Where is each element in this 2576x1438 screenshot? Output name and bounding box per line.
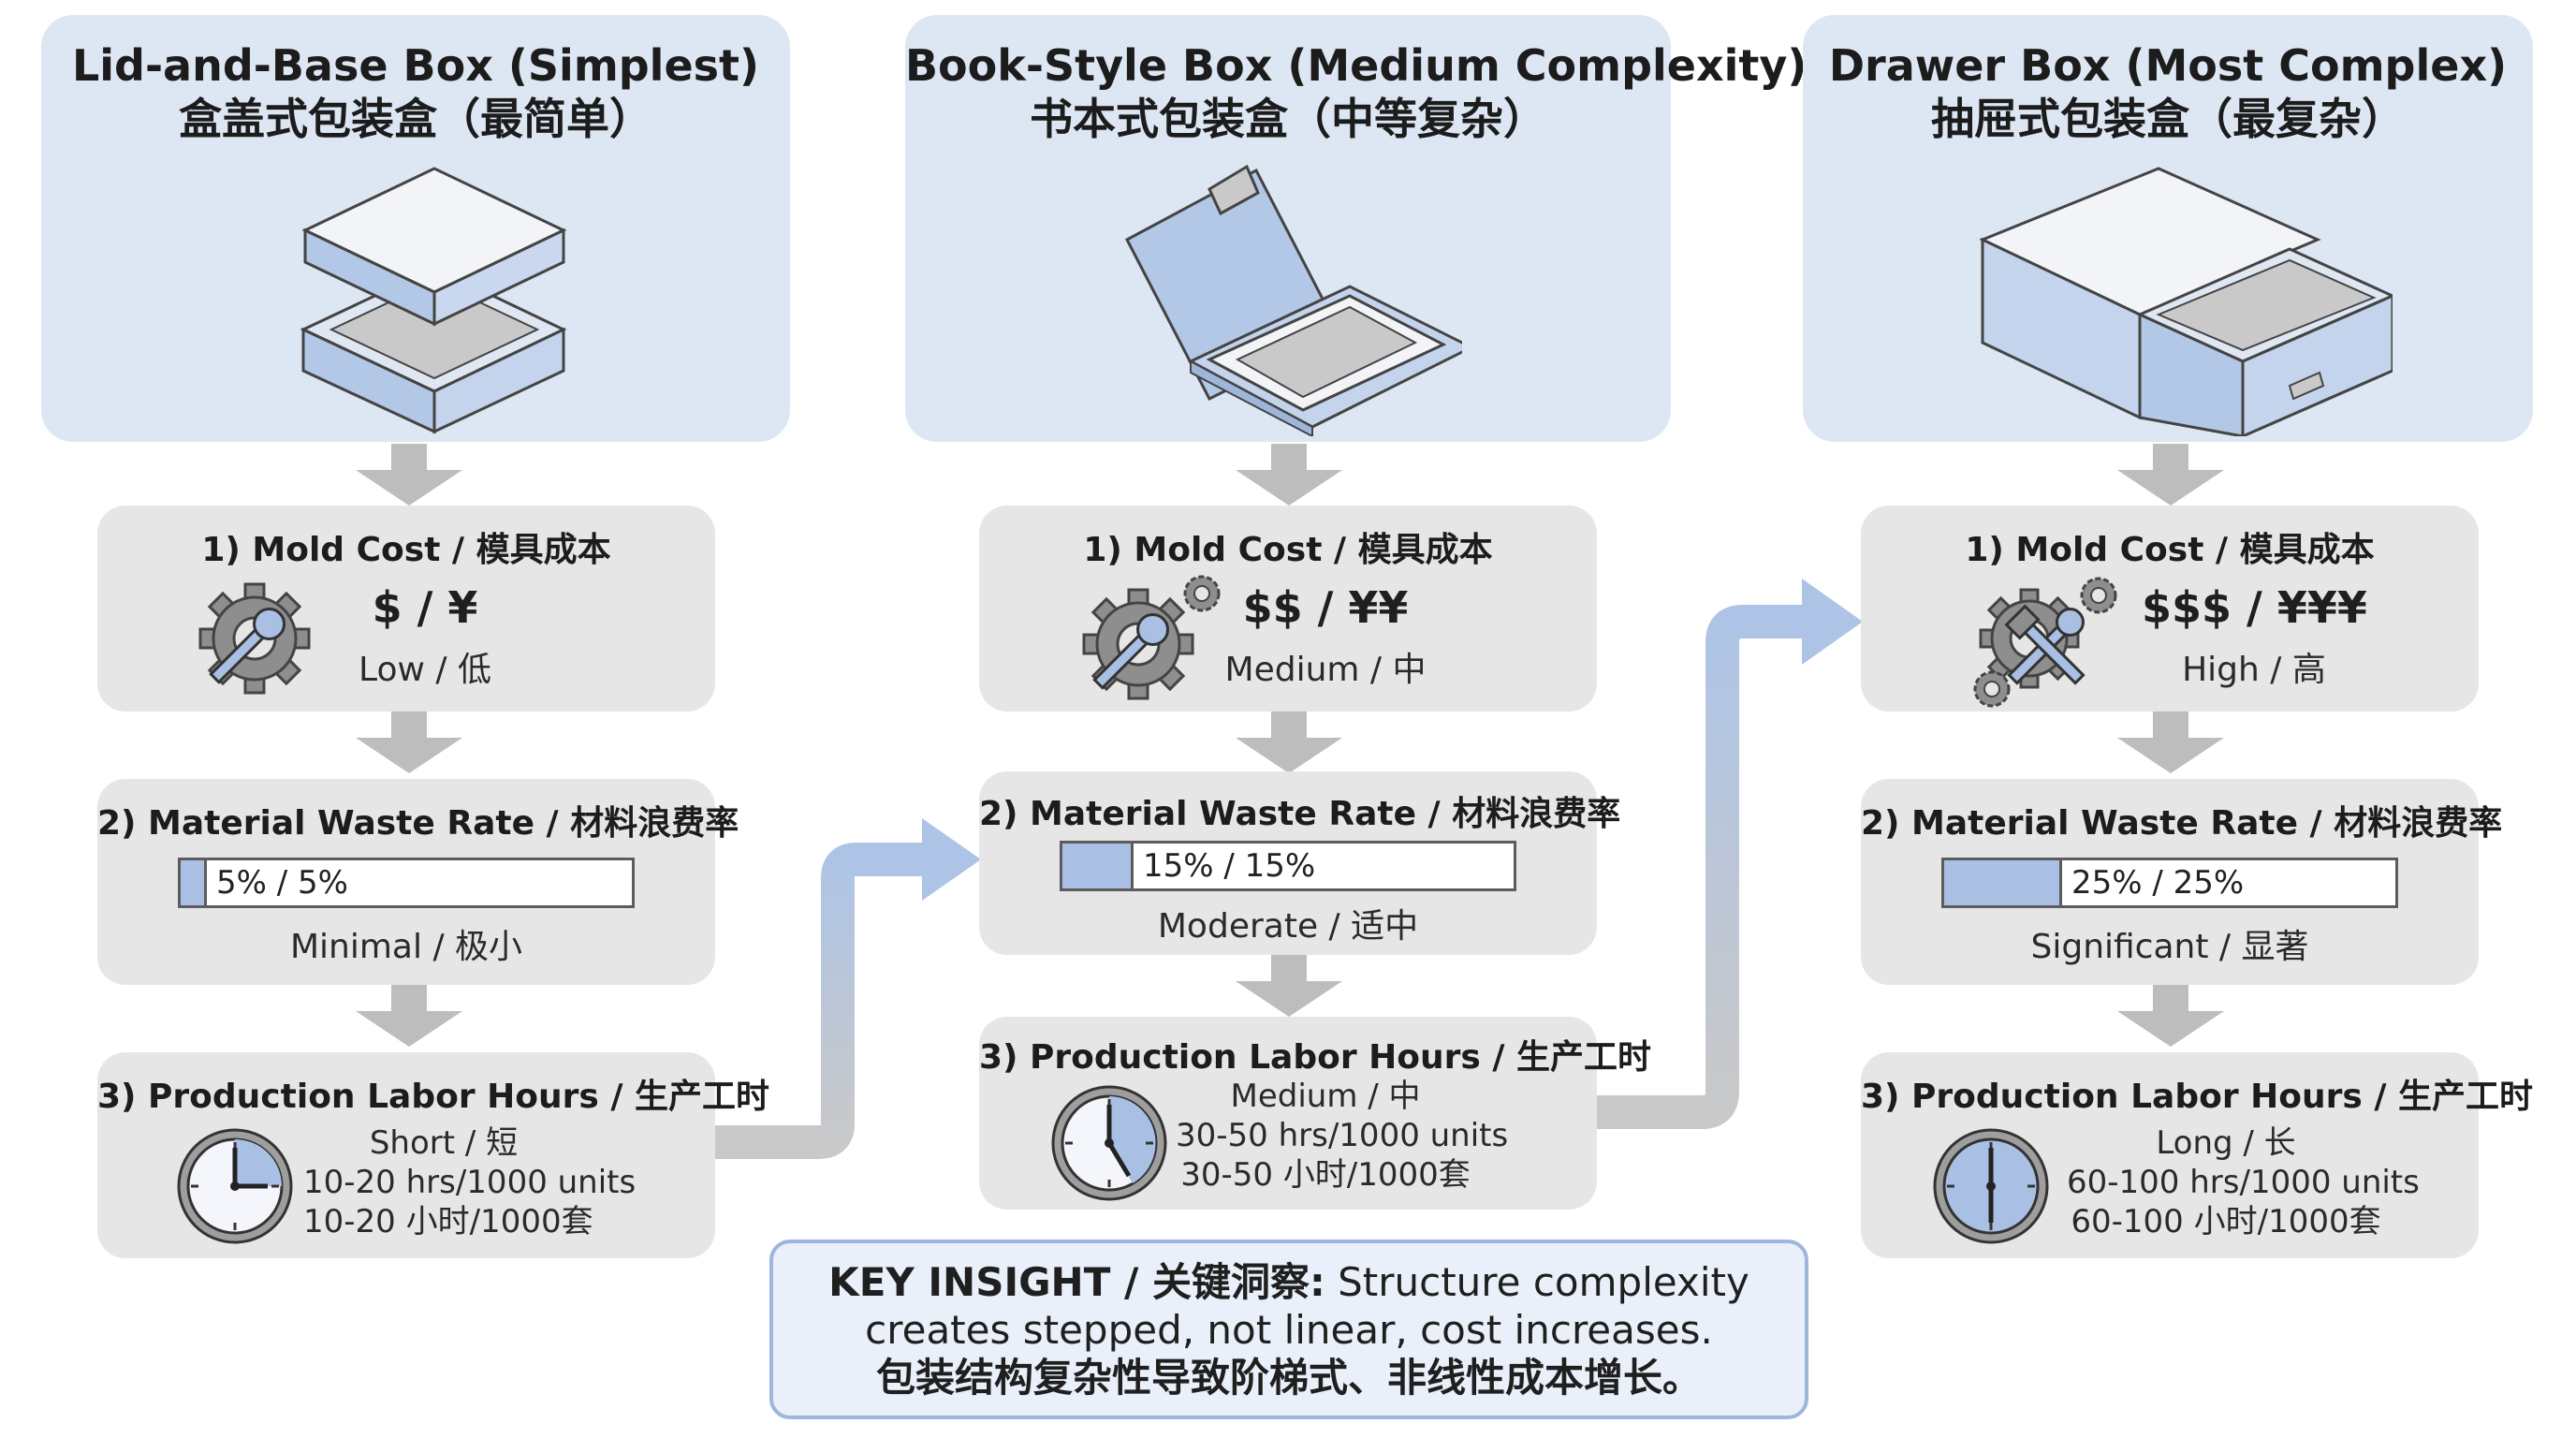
wrench-gear-icon xyxy=(198,582,311,695)
key-insight-line3: 包装结构复杂性导致阶梯式、非线性成本增长。 xyxy=(875,1355,1702,1401)
header-title-en: Lid-and-Base Box (Simplest) xyxy=(71,40,760,91)
waste-rate-bar-fill xyxy=(1944,860,2062,905)
labor-hours-title: 3) Production Labor Hours / 生产工时 xyxy=(979,1038,1651,1077)
waste-rate-label: 15% / 15% xyxy=(1143,847,1316,885)
mold-cost-title: 1) Mold Cost / 模具成本 xyxy=(1965,531,2375,569)
drawer-box-illustration xyxy=(1979,167,2393,436)
labor-hours-zh: 30-50 小时/1000套 xyxy=(1180,1156,1471,1194)
mold-cost-level: High / 高 xyxy=(2182,651,2326,689)
mold-cost-level: Medium / 中 xyxy=(1224,651,1427,689)
clock-icon xyxy=(1051,1085,1167,1201)
header-title-zh: 盒盖式包装盒（最简单） xyxy=(179,94,652,144)
step-arrow-1 xyxy=(713,818,981,1159)
labor-hours-title: 3) Production Labor Hours / 生产工时 xyxy=(1861,1078,2533,1116)
step-arrow-2 xyxy=(1596,579,1863,1129)
key-insight-box: KEY INSIGHT / 关键洞察: Structure complexity… xyxy=(769,1240,1808,1419)
waste-rate-card-drawer: 2) Material Waste Rate / 材料浪费率 25% / 25%… xyxy=(1861,779,2503,985)
header-title-zh: 书本式包装盒（中等复杂） xyxy=(1030,94,1546,144)
crossed-tools-gears-icon xyxy=(1973,577,2117,708)
waste-rate-bar-fill xyxy=(181,860,207,905)
clock-icon xyxy=(1933,1128,2049,1244)
mold-cost-card-lid: 1) Mold Cost / 模具成本 $ / ¥ Low / 低 xyxy=(97,506,715,712)
mold-cost-title: 1) Mold Cost / 模具成本 xyxy=(201,531,611,569)
waste-rate-level: Moderate / 适中 xyxy=(1157,907,1419,946)
mold-cost-symbol: $$ / ¥¥ xyxy=(1242,582,1409,633)
book-style-box-illustration xyxy=(1124,164,1462,436)
header-book-style: Book-Style Box (Medium Complexity) 书本式包装… xyxy=(905,15,1808,442)
header-title-en: Book-Style Box (Medium Complexity) xyxy=(905,40,1808,91)
waste-rate-level: Minimal / 极小 xyxy=(289,928,523,966)
labor-hours-en: 30-50 hrs/1000 units xyxy=(1176,1117,1509,1154)
labor-hours-zh: 60-100 小时/1000套 xyxy=(2071,1203,2381,1240)
mold-cost-card-book: 1) Mold Cost / 模具成本 $$ / ¥¥ Medium / 中 xyxy=(979,506,1597,712)
labor-level: Medium / 中 xyxy=(1230,1078,1421,1115)
labor-hours-en: 60-100 hrs/1000 units xyxy=(2067,1164,2420,1201)
waste-rate-title: 2) Material Waste Rate / 材料浪费率 xyxy=(979,795,1621,833)
labor-hours-card-drawer: 3) Production Labor Hours / 生产工时 Long / … xyxy=(1861,1052,2533,1258)
waste-rate-bar: 5% / 5% xyxy=(178,858,635,908)
mold-cost-symbol: $ / ¥ xyxy=(372,582,478,633)
key-insight-line2: creates stepped, not linear, cost increa… xyxy=(865,1307,1713,1353)
labor-hours-en: 10-20 hrs/1000 units xyxy=(303,1164,637,1201)
waste-rate-level: Significant / 显著 xyxy=(2030,928,2309,966)
mold-cost-level: Low / 低 xyxy=(359,651,491,689)
key-insight-label: KEY INSIGHT / 关键洞察: xyxy=(828,1259,1325,1305)
waste-rate-card-lid: 2) Material Waste Rate / 材料浪费率 5% / 5% M… xyxy=(97,779,739,985)
waste-rate-title: 2) Material Waste Rate / 材料浪费率 xyxy=(97,804,739,843)
labor-hours-card-book: 3) Production Labor Hours / 生产工时 Medium … xyxy=(979,1017,1651,1210)
waste-rate-title: 2) Material Waste Rate / 材料浪费率 xyxy=(1861,804,2503,843)
mold-cost-title: 1) Mold Cost / 模具成本 xyxy=(1083,531,1493,569)
labor-level: Short / 短 xyxy=(369,1124,519,1162)
key-insight-line1: Structure complexity xyxy=(1338,1259,1749,1305)
header-title-zh: 抽屉式包装盒（最复杂） xyxy=(1931,94,2405,144)
wrench-gears-icon xyxy=(1082,575,1221,700)
header-title-en: Drawer Box (Most Complex) xyxy=(1828,40,2508,91)
waste-rate-label: 25% / 25% xyxy=(2071,864,2245,902)
down-arrows xyxy=(356,444,2224,1047)
waste-rate-bar: 25% / 25% xyxy=(1941,858,2398,908)
waste-rate-bar-fill xyxy=(1062,844,1134,888)
labor-level: Long / 长 xyxy=(2156,1124,2296,1162)
waste-rate-bar: 15% / 15% xyxy=(1060,841,1516,891)
waste-rate-label: 5% / 5% xyxy=(216,864,348,902)
clock-icon xyxy=(177,1128,293,1244)
lid-and-base-box-illustration xyxy=(300,167,567,434)
labor-hours-title: 3) Production Labor Hours / 生产工时 xyxy=(97,1078,769,1116)
header-drawer: Drawer Box (Most Complex) 抽屉式包装盒（最复杂） xyxy=(1803,15,2533,442)
labor-hours-card-lid: 3) Production Labor Hours / 生产工时 Short /… xyxy=(97,1052,769,1258)
header-lid-and-base: Lid-and-Base Box (Simplest) 盒盖式包装盒（最简单） xyxy=(41,15,790,442)
waste-rate-card-book: 2) Material Waste Rate / 材料浪费率 15% / 15%… xyxy=(979,771,1621,955)
mold-cost-symbol: $$$ / ¥¥¥ xyxy=(2142,582,2367,633)
labor-hours-zh: 10-20 小时/1000套 xyxy=(303,1203,593,1240)
mold-cost-card-drawer: 1) Mold Cost / 模具成本 $$ xyxy=(1861,506,2479,712)
